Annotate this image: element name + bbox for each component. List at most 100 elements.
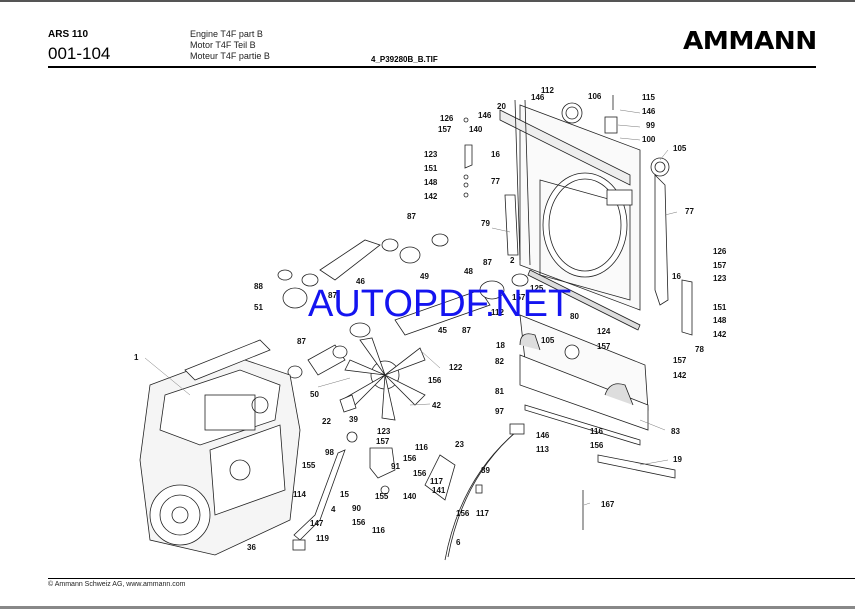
title-en: Engine T4F part B: [190, 29, 263, 39]
bottom-border: [0, 606, 855, 609]
label-112: 112: [491, 308, 504, 317]
label-151: 151: [713, 303, 727, 312]
label-51: 51: [254, 303, 263, 312]
header-rule: [48, 66, 816, 68]
label-146: 146: [536, 431, 550, 440]
label-105: 105: [673, 144, 687, 153]
label-77: 77: [491, 177, 500, 186]
label-115: 115: [642, 93, 655, 102]
label-83: 83: [671, 427, 680, 436]
label-80: 80: [570, 312, 579, 321]
label-151: 151: [424, 164, 438, 173]
engine: [139, 339, 301, 556]
label-114: 114: [293, 490, 306, 499]
label-87: 87: [483, 258, 492, 267]
diagram-drawing: [139, 95, 693, 561]
label-142: 142: [424, 192, 438, 201]
label-50: 50: [310, 390, 319, 399]
label-123: 123: [377, 427, 391, 436]
label-116: 116: [590, 427, 603, 436]
label-141: 141: [432, 486, 446, 495]
dipstick-assembly: [292, 423, 525, 561]
label-6: 6: [456, 538, 461, 547]
label-1: 1: [134, 353, 139, 362]
label-2: 2: [510, 256, 515, 265]
label-39: 39: [349, 415, 358, 424]
label-142: 142: [673, 371, 687, 380]
lower-panel: [519, 314, 676, 530]
label-20: 20: [497, 102, 506, 111]
label-87: 87: [407, 212, 416, 221]
label-23: 23: [455, 440, 464, 449]
label-157: 157: [597, 342, 611, 351]
label-99: 99: [646, 121, 655, 130]
label-78: 78: [695, 345, 704, 354]
label-112: 112: [541, 86, 554, 95]
hoses: [277, 233, 529, 379]
ammann-logo: AMMANN: [683, 26, 817, 55]
bracket-top-left: [463, 117, 473, 198]
title-fr: Moteur T4F partie B: [190, 51, 270, 61]
label-48: 48: [464, 267, 473, 276]
label-157: 157: [512, 293, 526, 302]
label-124: 124: [597, 327, 611, 336]
label-36: 36: [247, 543, 256, 552]
label-106: 106: [588, 92, 602, 101]
label-87: 87: [297, 337, 306, 346]
part-labels: 112 146 106 115 146 99 100 20 146 126 15…: [134, 86, 727, 552]
label-16: 16: [672, 272, 681, 281]
label-19: 19: [673, 455, 682, 464]
label-82: 82: [495, 357, 504, 366]
exploded-parts-diagram: 112 146 106 115 146 99 100 20 146 126 15…: [134, 86, 727, 561]
label-148: 148: [424, 178, 438, 187]
label-156: 156: [590, 441, 604, 450]
label-79: 79: [481, 219, 490, 228]
title-de: Motor T4F Teil B: [190, 40, 256, 50]
label-146: 146: [642, 107, 656, 116]
label-123: 123: [424, 150, 438, 159]
label-46: 46: [356, 277, 365, 286]
label-155: 155: [302, 461, 316, 470]
label-105: 105: [541, 336, 555, 345]
label-156: 156: [413, 469, 427, 478]
label-140: 140: [469, 125, 483, 134]
label-157: 157: [376, 437, 390, 446]
label-142: 142: [713, 330, 727, 339]
label-45: 45: [438, 326, 447, 335]
label-89: 89: [481, 466, 490, 475]
label-18: 18: [496, 341, 505, 350]
label-98: 98: [325, 448, 334, 457]
label-156: 156: [428, 376, 442, 385]
label-90: 90: [352, 504, 361, 513]
footer-rule: [48, 578, 855, 579]
label-156: 156: [352, 518, 366, 527]
fan: [339, 337, 426, 421]
label-156: 156: [403, 454, 417, 463]
page-titles: Engine T4F part B Motor T4F Teil B Moteu…: [190, 29, 270, 62]
label-155: 155: [375, 492, 389, 501]
label-148: 148: [713, 316, 727, 325]
label-147: 147: [310, 519, 324, 528]
label-157: 157: [713, 261, 727, 270]
label-87: 87: [462, 326, 471, 335]
label-126: 126: [713, 247, 727, 256]
label-167: 167: [601, 500, 615, 509]
label-157: 157: [673, 356, 687, 365]
label-113: 113: [536, 445, 549, 454]
label-157: 157: [438, 125, 452, 134]
label-88: 88: [254, 282, 263, 291]
label-22: 22: [322, 417, 331, 426]
label-100: 100: [642, 135, 656, 144]
copyright-text: © Ammann Schweiz AG, www.ammann.com: [48, 581, 186, 588]
label-15: 15: [340, 490, 349, 499]
radiator-frame: [499, 95, 693, 336]
label-125: 125: [530, 284, 544, 293]
label-140: 140: [403, 492, 417, 501]
label-117: 117: [430, 477, 443, 486]
model-name: ARS 110: [48, 29, 89, 40]
label-146: 146: [478, 111, 492, 120]
label-4: 4: [331, 505, 336, 514]
label-77: 77: [685, 207, 694, 216]
label-81: 81: [495, 387, 504, 396]
label-42: 42: [432, 401, 441, 410]
